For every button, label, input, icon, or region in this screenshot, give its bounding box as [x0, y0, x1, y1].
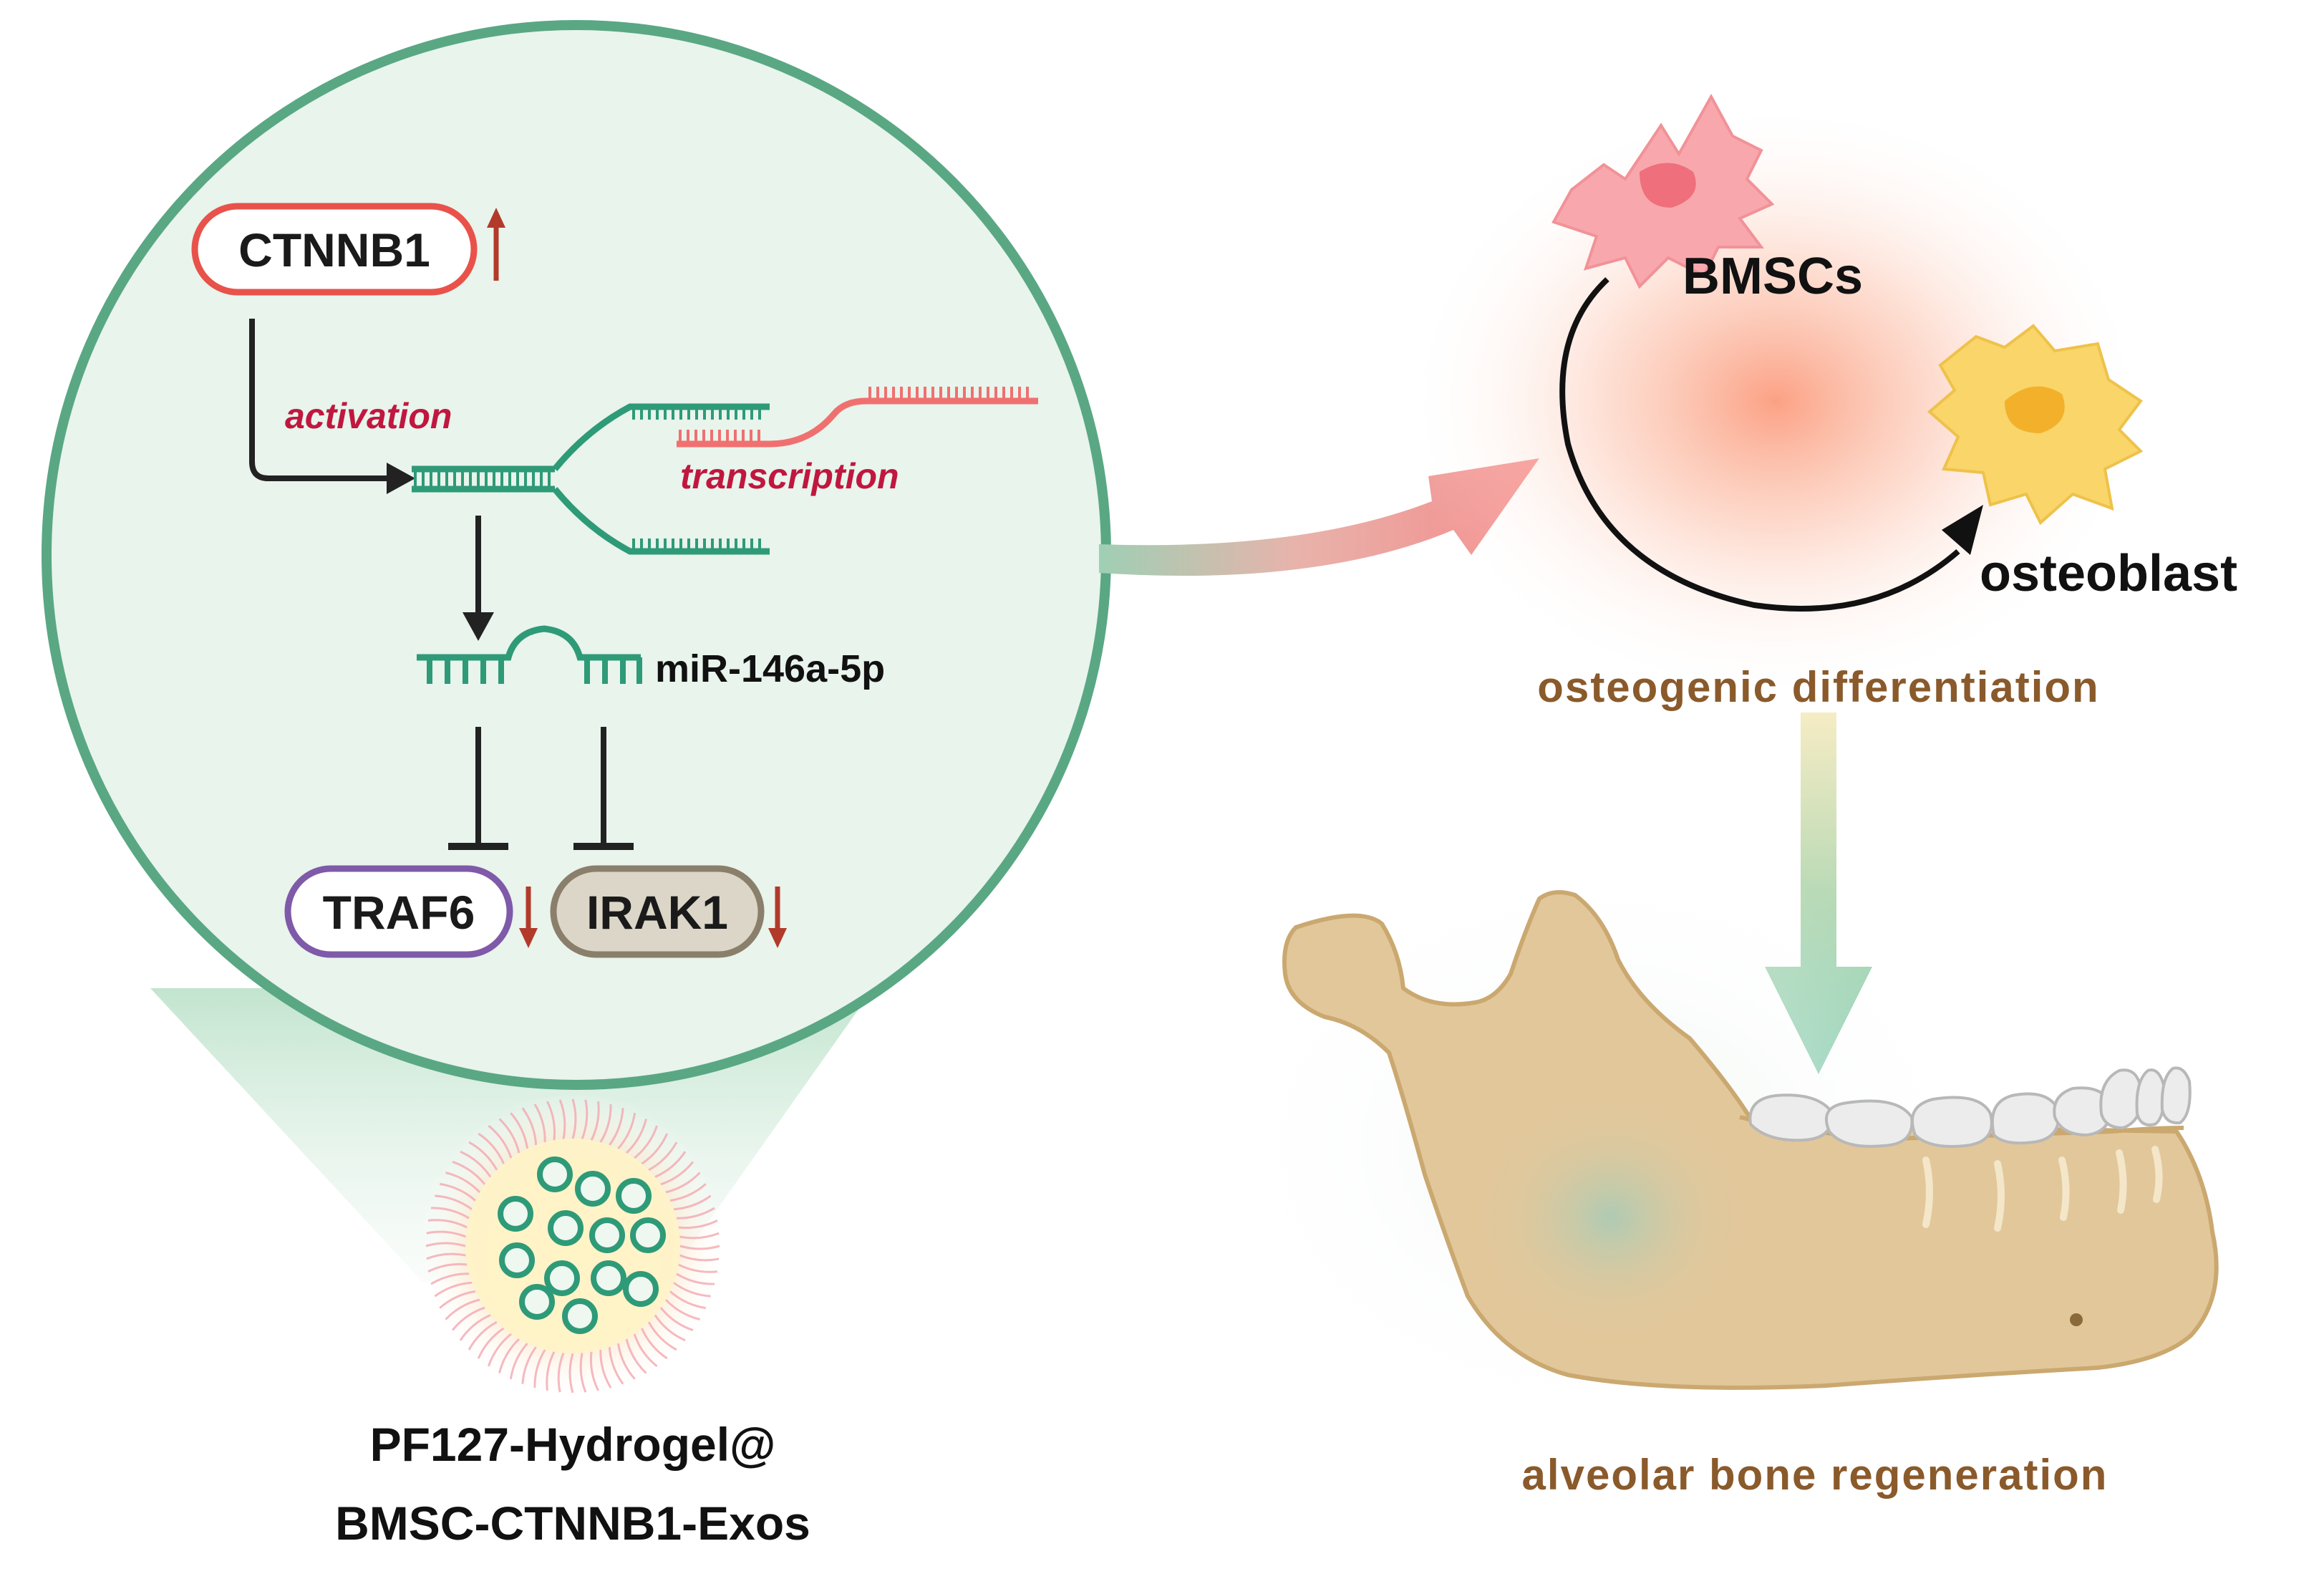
- bmsc-label: BMSCs: [1683, 248, 1863, 305]
- inhibition-traf6-icon: [448, 727, 508, 850]
- irak1-label: IRAK1: [586, 886, 728, 939]
- osteoblast-label: osteoblast: [1980, 545, 2237, 602]
- transcription-label: transcription: [680, 456, 899, 496]
- hydrogel-caption-line2: BMSC-CTNNB1-Exos: [335, 1497, 810, 1550]
- bmsc-cell: [1551, 93, 1775, 289]
- mirna-hairpin: [417, 625, 642, 684]
- dna-double-strand: [412, 403, 770, 555]
- irak1-down-arrow-icon: [768, 887, 787, 948]
- expression-arrow-icon: [463, 516, 494, 641]
- traf6-down-arrow-icon: [519, 887, 538, 948]
- hydrogel-caption-line1: PF127-Hydrogel@: [370, 1418, 776, 1471]
- teeth-row: [1748, 1066, 2192, 1148]
- activation-label: activation: [285, 396, 452, 436]
- traf6-label: TRAF6: [323, 886, 475, 939]
- inhibition-irak1-icon: [573, 727, 634, 850]
- mirna-label: miR-146a-5p: [655, 647, 885, 690]
- ctnnb1-label: CTNNB1: [238, 223, 430, 276]
- irak1-pill: IRAK1: [550, 865, 765, 958]
- effect-arrow-icon: [1099, 458, 1539, 576]
- hydrogel-polymer-fringe: [425, 1098, 720, 1394]
- hydrogel-sphere: [419, 1092, 727, 1400]
- osteogenic-differentiation-label: osteogenic differentiation: [1537, 663, 2099, 711]
- exosome-cluster: [498, 1156, 666, 1334]
- alveolar-bone-regeneration-label: alveolar bone regeneration: [1522, 1451, 2108, 1499]
- ctnnb1-up-arrow-icon: [487, 208, 505, 281]
- rna-transcript: [677, 387, 1038, 448]
- osteoblast-cell: [1927, 324, 2144, 526]
- mental-foramen: [2070, 1313, 2083, 1326]
- activation-arrow-icon: [249, 319, 415, 494]
- traf6-pill: TRAF6: [284, 865, 513, 958]
- ctnnb1-pill: CTNNB1: [191, 203, 478, 296]
- differentiation-glow: [1403, 100, 2148, 702]
- differentiation-arrow-icon: [1559, 277, 1983, 612]
